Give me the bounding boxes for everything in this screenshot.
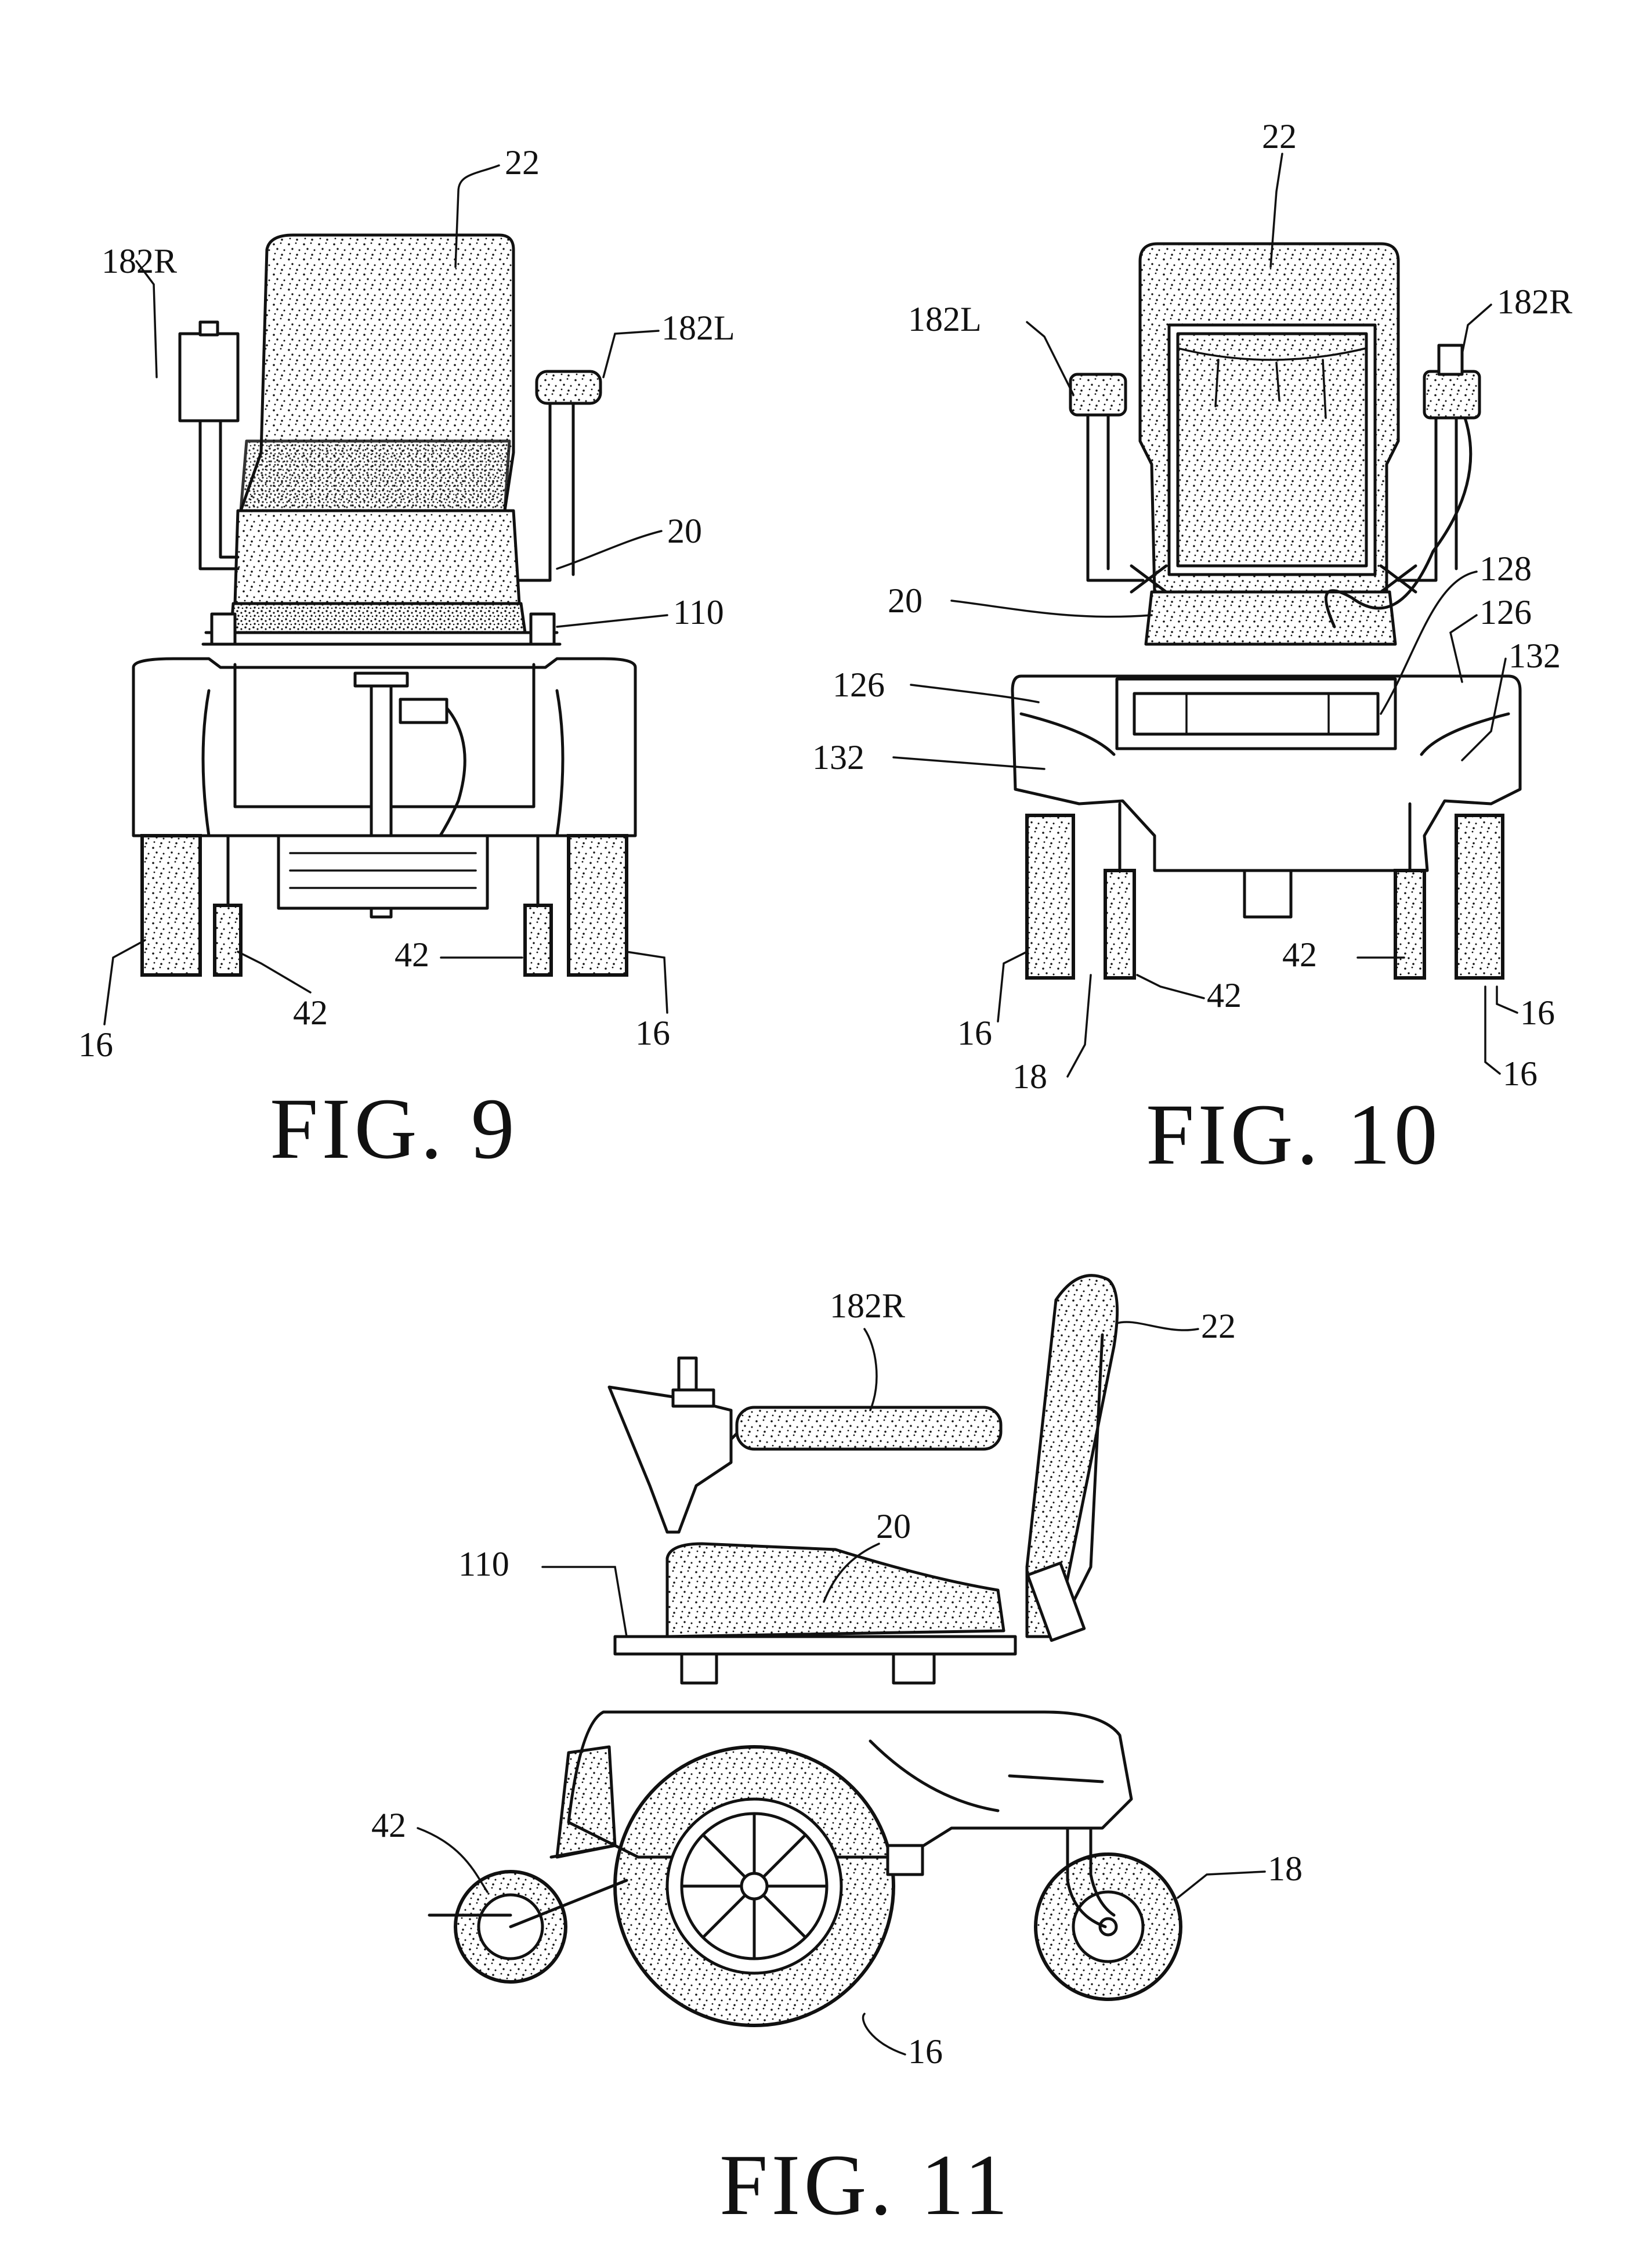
ref-42-fig10-left: 42 — [1207, 976, 1242, 1014]
right-arm-post-rear — [1398, 418, 1456, 580]
ref-20-fig11: 20 — [876, 1507, 911, 1545]
footrest-plate — [278, 836, 487, 908]
caption-fig11: FIG. 11 — [719, 2137, 1011, 2233]
drive-wheel-right-rear — [1456, 815, 1503, 978]
ref-132-fig10-left: 132 — [812, 738, 864, 777]
ref-126-fig10-right: 126 — [1479, 593, 1532, 631]
seat-cushion-rear — [1146, 592, 1395, 644]
ref-110-fig11: 110 — [458, 1545, 509, 1583]
figure-10 — [1012, 244, 1520, 978]
ref-128-fig10: 128 — [1479, 550, 1532, 588]
caption-fig9: FIG. 9 — [270, 1081, 518, 1177]
armrest-182R-side — [737, 1407, 1001, 1449]
ref-16-fig10-right-b: 16 — [1503, 1054, 1538, 1093]
ref-182L-fig9: 182L — [661, 309, 735, 347]
joystick-controller-182R-rear — [1424, 371, 1479, 418]
ref-16-fig10-left: 16 — [957, 1014, 992, 1052]
ref-20-fig10: 20 — [888, 582, 923, 620]
anti-tip-wheel-right — [525, 905, 551, 975]
ref-16-fig10-right-a: 16 — [1520, 994, 1555, 1032]
seat-cushion-side — [667, 1544, 1004, 1637]
ref-22-fig11: 22 — [1201, 1307, 1236, 1345]
seat-bracket-left — [212, 614, 235, 644]
ref-110-fig9: 110 — [673, 593, 724, 631]
caption-fig10: FIG. 10 — [1146, 1086, 1441, 1183]
ref-182R-fig9: 182R — [102, 242, 177, 280]
ref-18-fig11: 18 — [1268, 1850, 1303, 1888]
ref-18-fig10: 18 — [1012, 1057, 1047, 1096]
armrest-pad-182L — [537, 371, 600, 403]
drive-wheel-right — [569, 836, 627, 975]
backrest-lower-shading — [241, 441, 509, 511]
drive-wheel-left-rear — [1027, 815, 1073, 978]
anti-tip-wheel-left — [215, 905, 241, 975]
ref-22-fig10: 22 — [1262, 117, 1297, 156]
ref-182R-fig11: 182R — [830, 1287, 905, 1325]
ref-22-fig9: 22 — [505, 143, 540, 182]
joystick-controller-182R — [180, 334, 238, 421]
seat-cushion — [235, 511, 519, 604]
seat-front-edge — [231, 604, 525, 633]
anti-tip-wheel-right-rear — [1395, 871, 1424, 978]
ref-16-fig9-left: 16 — [78, 1025, 113, 1064]
drive-wheel-left — [142, 836, 200, 975]
ref-42-fig11: 42 — [371, 1806, 406, 1844]
anti-tip-wheel-left-rear — [1105, 871, 1134, 978]
ref-132-fig10-right: 132 — [1508, 637, 1561, 675]
seat-plate — [203, 633, 560, 644]
figure-9 — [133, 235, 635, 975]
ref-20-fig9: 20 — [667, 512, 702, 550]
ref-42-fig9-right: 42 — [395, 936, 429, 974]
ref-42-fig10-right: 42 — [1282, 936, 1317, 974]
seat-plate-110 — [615, 1637, 1015, 1654]
ref-16-fig9-right: 16 — [635, 1014, 670, 1052]
ref-182L-fig10: 182L — [908, 300, 982, 338]
joystick-housing — [609, 1387, 731, 1532]
ref-182R-fig10: 182R — [1497, 283, 1572, 321]
right-arm-post — [200, 421, 238, 569]
armrest-pad-182L-rear — [1070, 374, 1126, 415]
left-arm-post-rear — [1088, 415, 1143, 580]
seat-bracket-right — [531, 614, 554, 644]
front-fender — [557, 1747, 615, 1857]
ref-42-fig9-left: 42 — [293, 994, 328, 1032]
ref-126-fig10-left: 126 — [833, 666, 885, 704]
figure-11 — [429, 1276, 1181, 2025]
left-arm-post — [519, 403, 573, 580]
ref-16-fig11: 16 — [908, 2032, 943, 2071]
joystick-stick — [679, 1358, 696, 1393]
